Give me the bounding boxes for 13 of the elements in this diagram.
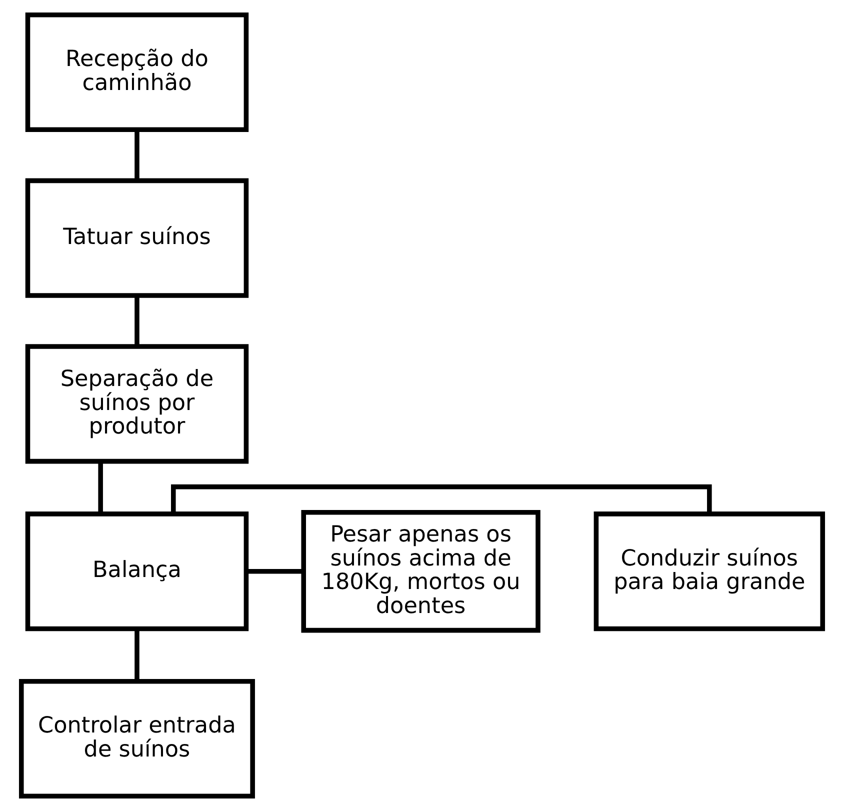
connector <box>98 462 102 514</box>
node-box: Pesar apenas os suínos acima de 180Kg, mortos ou doentes <box>300 510 540 633</box>
node-box: Conduzir suínos para baia grande <box>593 512 825 632</box>
connector <box>134 296 139 346</box>
connector <box>246 568 304 574</box>
node-box: Controlar entrada de suínos <box>18 678 254 799</box>
node-box: Separação de suínos por produtor <box>24 344 248 464</box>
connector <box>134 628 139 682</box>
connector <box>134 130 139 181</box>
connector <box>170 484 712 514</box>
node-box: Recepção do caminhão <box>24 12 248 132</box>
node-box: Balança <box>24 512 248 632</box>
node-box: Tatuar suínos <box>24 178 248 298</box>
